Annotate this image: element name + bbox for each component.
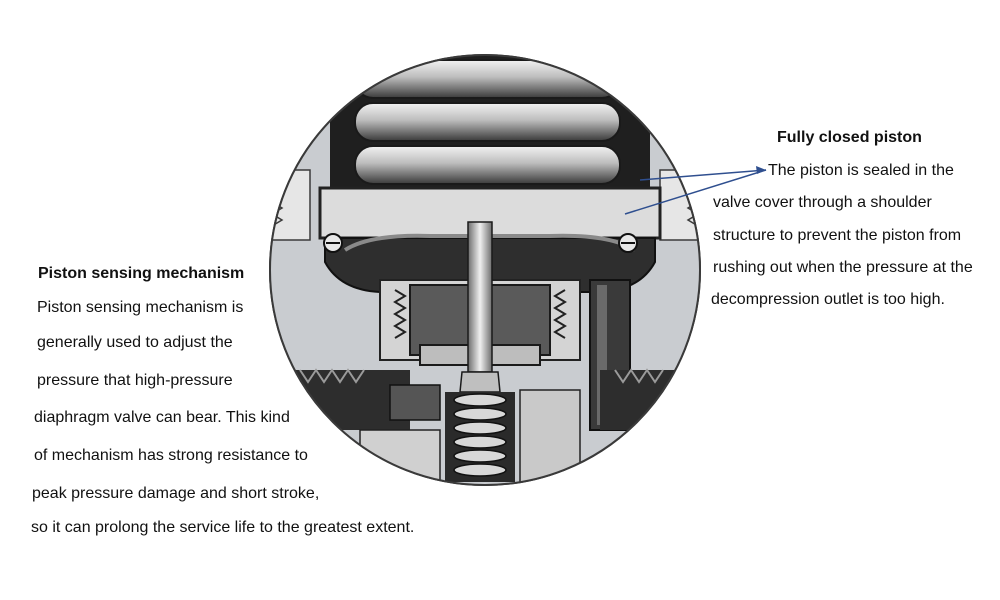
screw-right — [618, 233, 638, 253]
left-callout-line: peak pressure damage and short stroke, — [32, 485, 320, 502]
small-spring — [445, 392, 515, 482]
left-callout-line: diaphragm valve can bear. This kind — [34, 409, 290, 426]
left-callout-line: so it can prolong the service life to th… — [31, 519, 415, 536]
cutaway-illustration — [270, 55, 700, 485]
left-callout-line: pressure that high-pressure — [37, 372, 233, 389]
left-callout-line: Piston sensing mechanism is — [37, 299, 244, 316]
left-callout-line: of mechanism has strong resistance to — [34, 447, 308, 464]
screw-left — [323, 233, 343, 253]
right-callout-line: valve cover through a shoulder — [713, 194, 932, 211]
left-callout-heading: Piston sensing mechanism — [38, 265, 245, 282]
leader-lines — [624, 166, 767, 215]
right-callout-heading: Fully closed piston — [777, 129, 922, 146]
left-callout-line: generally used to adjust the — [37, 334, 233, 351]
right-callout-line: rushing out when the pressure at the — [713, 259, 973, 276]
piston-stem — [467, 221, 493, 373]
right-callout-line: decompression outlet is too high. — [711, 291, 945, 308]
right-callout-line: The piston is sealed in the — [768, 162, 954, 179]
main-spring — [354, 59, 621, 185]
right-callout-line: structure to prevent the piston from — [713, 227, 962, 244]
